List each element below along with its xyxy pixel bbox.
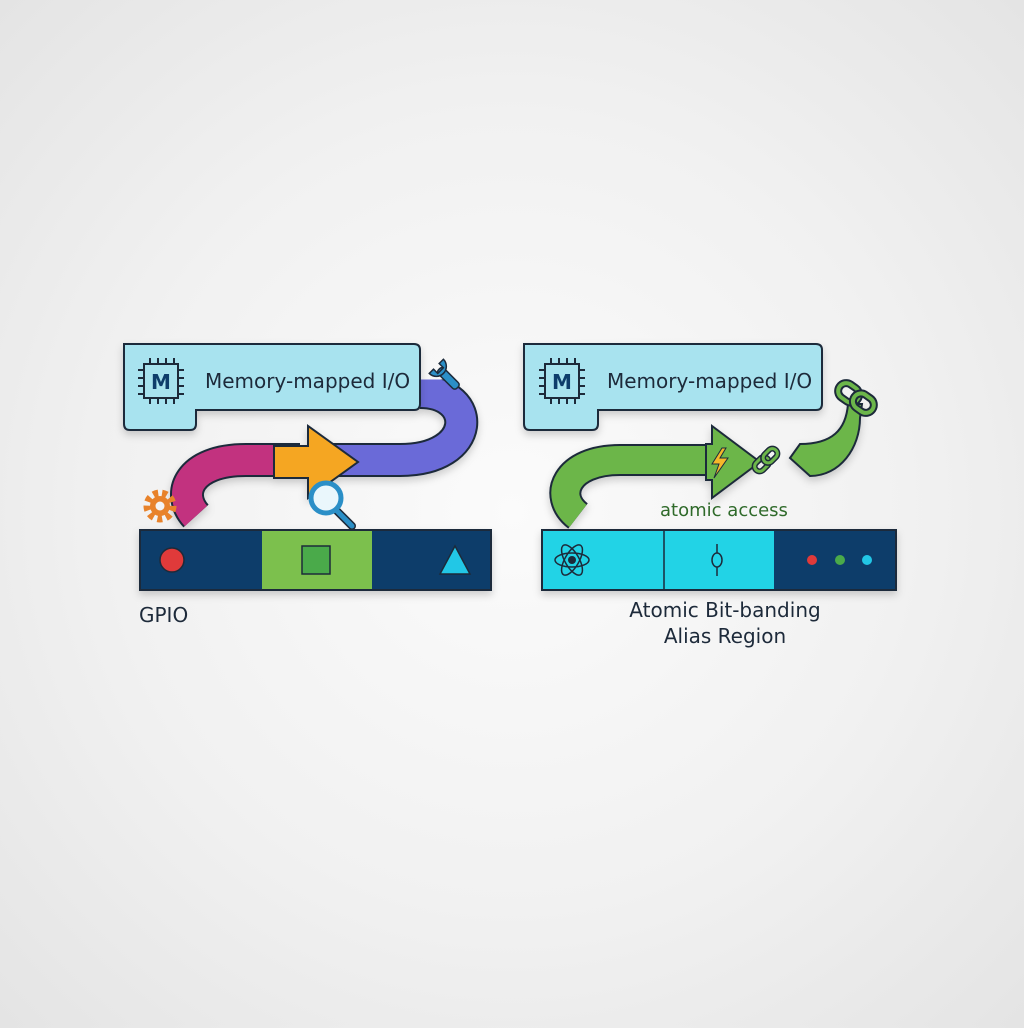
left-caption: GPIO (139, 603, 188, 627)
atom-icon (554, 544, 590, 576)
right-chip-letter: M (552, 370, 572, 394)
right-caption-line2: Alias Region (664, 624, 786, 648)
right-flow-arrow (549, 403, 864, 529)
bit-toggle-icon (711, 544, 723, 576)
left-header-title: Memory-mapped I/O (205, 369, 410, 393)
left-flow-arrow (170, 375, 479, 528)
square-icon (301, 545, 331, 575)
bolt-icon (711, 447, 729, 479)
right-arrow-head (705, 424, 762, 500)
right-register-bar (541, 529, 897, 591)
dots-icon (807, 555, 872, 565)
triangle-icon (438, 544, 472, 575)
magnifier-icon (308, 480, 356, 530)
right-register-cell (542, 530, 664, 590)
left-header-box (123, 343, 421, 431)
arrow-label: atomic access (660, 500, 788, 521)
left-panel: M Memory-mapped I/O GPI (123, 343, 492, 627)
right-chip-icon: M (539, 358, 585, 404)
right-header-box (523, 343, 823, 431)
right-caption-line1: Atomic Bit-banding (629, 598, 820, 622)
left-chip-icon: M (138, 358, 184, 404)
right-panel: M Memory-mapped I/O atomic access (523, 343, 897, 648)
circle-icon (159, 547, 185, 573)
chain-link-icon (751, 445, 781, 475)
gear-icon (143, 489, 177, 523)
wrench-icon (428, 358, 460, 390)
right-header-title: Memory-mapped I/O (607, 369, 812, 393)
chain-link-icon (834, 379, 878, 417)
left-register-cell (372, 530, 491, 590)
left-register-cell (140, 530, 262, 590)
left-chip-letter: M (151, 370, 171, 394)
left-arrow-head (273, 424, 360, 500)
